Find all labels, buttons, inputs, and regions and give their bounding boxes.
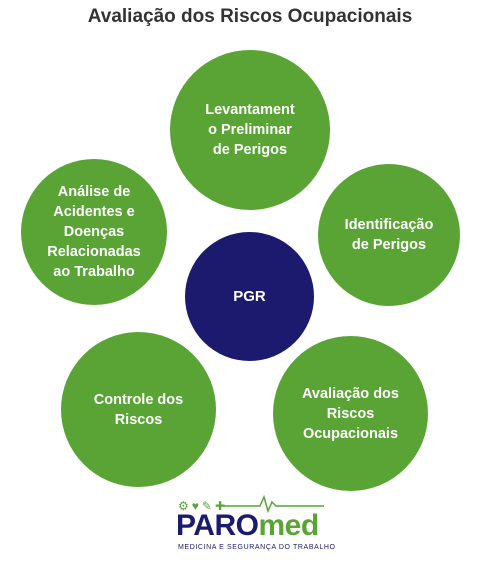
node-analise-acidentes: Análise de Acidentes e Doenças Relaciona… (21, 159, 167, 305)
node-identificacao-perigos: Identificação de Perigos (318, 164, 460, 306)
gear-icon: ⚙ (178, 499, 189, 513)
diagram-title: Avaliação dos Riscos Ocupacionais (87, 6, 413, 27)
plus-icon: ✚ (214, 499, 226, 513)
logo-wordmark: PAROmed (176, 510, 319, 542)
wrench-icon: ✎ (201, 499, 212, 513)
logo-wordmark-part1: PARO (176, 509, 259, 542)
heart-icon: ♥ (191, 499, 199, 513)
node-controle-riscos: Controle dos Riscos (61, 332, 216, 487)
paromed-logo: ⚙ ♥ ✎ ✚ PAROmed MEDICINA E SEGURANÇA DO … (176, 494, 335, 559)
logo-wordmark-part2: med (258, 509, 319, 542)
heartbeat-line-icon (224, 494, 324, 514)
node-avaliacao-riscos: Avaliação dos Riscos Ocupacionais (273, 336, 428, 491)
node-levantamento-preliminar: Levantament o Preliminar de Perigos (170, 50, 330, 210)
logo-tagline: MEDICINA E SEGURANÇA DO TRABALHO (178, 544, 336, 551)
center-node-pgr: PGR (185, 232, 314, 361)
logo-icons: ⚙ ♥ ✎ ✚ (178, 498, 225, 514)
